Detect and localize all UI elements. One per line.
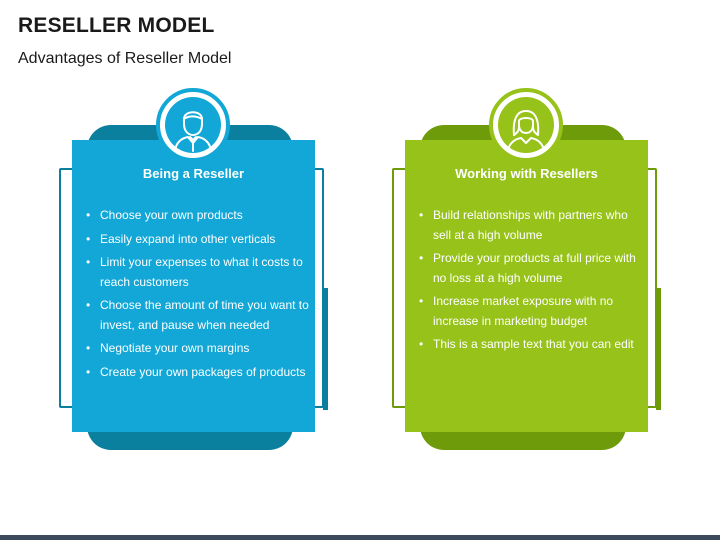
list-item: Choose your own products xyxy=(85,206,309,226)
list-item: Easily expand into other verticals xyxy=(85,230,309,250)
bullet-list: Build relationships with partners who se… xyxy=(418,206,642,359)
card-panel: Being a Reseller Choose your own product… xyxy=(72,140,315,432)
list-item: Create your own packages of products xyxy=(85,363,309,383)
working-with-resellers-card: Working with Resellers Build relationshi… xyxy=(383,88,673,460)
card-heading: Being a Reseller xyxy=(142,166,245,181)
card-panel: Working with Resellers Build relationshi… xyxy=(405,140,648,432)
list-item: This is a sample text that you can edit xyxy=(418,335,642,355)
bullet-list: Choose your own products Easily expand i… xyxy=(85,206,309,386)
list-item: Limit your expenses to what it costs to … xyxy=(85,253,309,292)
avatar-badge xyxy=(156,88,230,162)
list-item: Negotiate your own margins xyxy=(85,339,309,359)
man-avatar-icon xyxy=(165,97,221,153)
avatar-badge xyxy=(489,88,563,162)
bottom-bar xyxy=(0,535,720,540)
card-frame-accent xyxy=(656,288,661,410)
list-item: Build relationships with partners who se… xyxy=(418,206,642,245)
list-item: Increase market exposure with no increas… xyxy=(418,292,642,331)
card-heading: Working with Resellers xyxy=(455,166,598,181)
slide-subtitle: Advantages of Reseller Model xyxy=(18,50,232,67)
list-item: Provide your products at full price with… xyxy=(418,249,642,288)
card-frame-accent xyxy=(323,288,328,410)
woman-avatar-icon xyxy=(498,97,554,153)
slide-title: RESELLER MODEL xyxy=(18,14,215,37)
list-item: Choose the amount of time you want to in… xyxy=(85,296,309,335)
reseller-card: Being a Reseller Choose your own product… xyxy=(50,88,340,460)
